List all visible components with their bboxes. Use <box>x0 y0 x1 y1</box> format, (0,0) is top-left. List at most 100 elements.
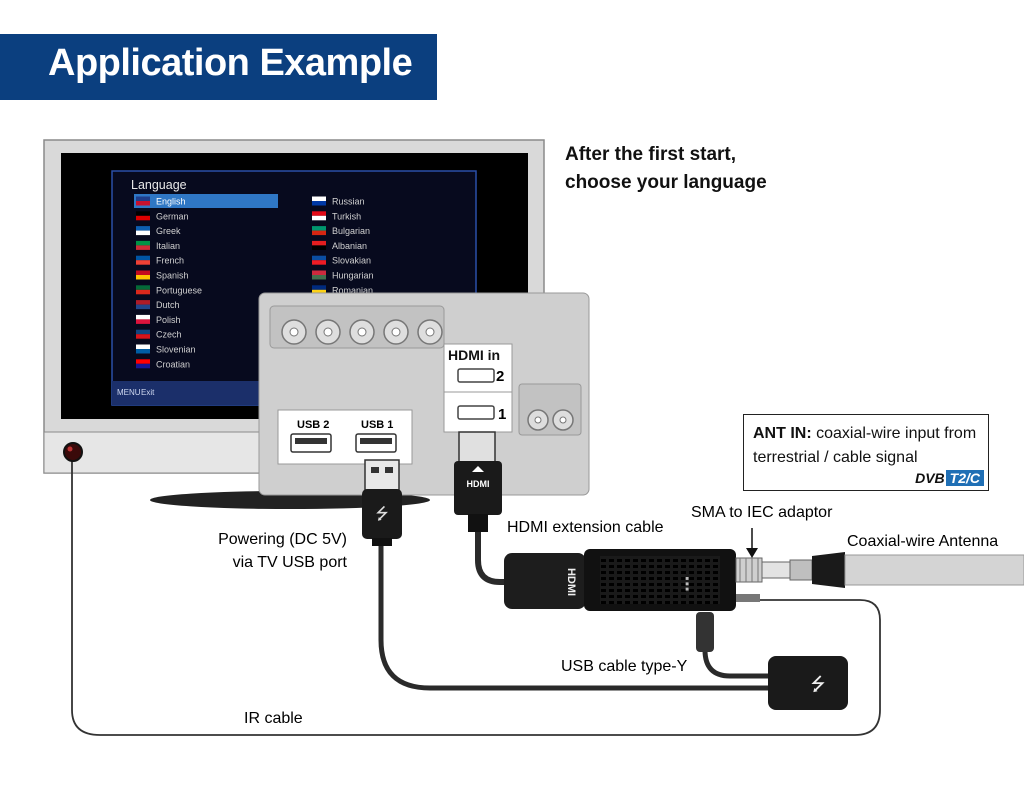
flag-icon-stripe <box>312 230 326 236</box>
intro-text: After the first start, choose your langu… <box>565 141 767 197</box>
hdmi-arrow-icon <box>472 466 484 472</box>
usb-plug-slot <box>385 467 393 473</box>
intro-line-2: choose your language <box>565 172 767 193</box>
sma-adaptor-label: SMA to IEC adaptor <box>691 504 833 521</box>
flag-icon-stripe <box>136 319 150 324</box>
menu-footer-key: MENU <box>117 388 141 397</box>
usb-plug-metal <box>364 459 400 491</box>
hdmi-plug-neck <box>468 514 488 532</box>
av-jack-center <box>323 327 333 337</box>
language-option[interactable]: Dutch <box>156 300 180 310</box>
flag-icon <box>312 196 326 201</box>
dvb-logo-text: DVB <box>915 470 945 486</box>
iec-plug-collar <box>789 559 813 581</box>
language-option[interactable]: Portuguese <box>156 285 202 295</box>
language-option[interactable]: Croatian <box>156 359 190 369</box>
flag-icon-stripe <box>136 304 150 310</box>
usb-cable-stick-boot <box>696 612 714 652</box>
usb-plug-icon: ⭍ <box>375 505 388 523</box>
flag-icon-stripe <box>312 201 326 206</box>
flag-icon <box>312 211 326 216</box>
language-option[interactable]: Spanish <box>156 271 189 281</box>
usb-cable-branch <box>702 612 770 679</box>
flag-icon-stripe <box>312 215 326 221</box>
language-option[interactable]: Slovakian <box>332 256 371 266</box>
hdmi-port-2-number: 2 <box>496 368 504 385</box>
hdmi-plug-body <box>454 461 502 515</box>
av-jack-center <box>391 327 401 337</box>
language-list-left: EnglishGermanGreekItalianFrenchSpanishPo… <box>136 196 202 369</box>
flag-icon-stripe <box>136 245 150 250</box>
hdmi-plug-metal <box>458 431 496 463</box>
flag-icon <box>136 344 150 349</box>
ir-cable <box>71 455 881 736</box>
stick-grill-pattern <box>600 556 720 604</box>
language-option[interactable]: Russian <box>332 197 365 207</box>
language-option[interactable]: Bulgarian <box>332 226 370 236</box>
language-option[interactable]: Albanian <box>332 241 367 251</box>
flag-icon <box>312 255 326 261</box>
language-option[interactable]: Turkish <box>332 211 361 221</box>
language-option[interactable]: English <box>156 197 186 207</box>
flag-icon <box>136 329 150 335</box>
av-jacks <box>281 319 443 345</box>
flag-icon-stripe <box>136 334 150 339</box>
flag-icon <box>136 196 150 201</box>
av-jack-center <box>425 327 435 337</box>
language-option[interactable]: Italian <box>156 241 180 251</box>
stick-model-text: ■ ■ ■ <box>685 576 691 591</box>
ant-in-text: ANT IN: coaxial-wire input from terrestr… <box>753 422 985 470</box>
coaxial-cable <box>844 554 1024 586</box>
language-option[interactable]: Slovenian <box>156 345 196 355</box>
av-jack-center <box>289 327 299 337</box>
usb-cable-main <box>378 540 770 691</box>
page-title: Application Example <box>48 42 413 84</box>
usb-plug-neck <box>372 538 392 546</box>
ir-receiver <box>63 442 83 462</box>
hdmi-plug-label: HDMI <box>467 479 490 489</box>
flag-icon <box>136 226 150 231</box>
usb-symbol-icon: ⭍ <box>811 674 826 694</box>
flag-icon-stripe <box>136 201 150 206</box>
hdmi-female-connector <box>504 553 586 609</box>
flag-icon <box>136 285 150 290</box>
tv-antenna-socket-group <box>518 383 582 436</box>
flag-icon <box>312 240 326 246</box>
hdmi-port-1 <box>457 405 495 420</box>
flag-icon <box>312 226 326 231</box>
ant-in-bold: ANT IN: <box>753 425 812 442</box>
ir-cable-label: IR cable <box>244 710 303 727</box>
usb-port-1-tongue <box>360 438 392 444</box>
language-option[interactable]: Hungarian <box>332 271 374 281</box>
flag-icon-stripe <box>136 275 150 280</box>
title-banner: Application Example <box>0 34 437 100</box>
dvb-logo-badge: T2/C <box>945 470 984 486</box>
ir-receiver-lens <box>67 446 73 452</box>
language-option[interactable]: Romanian <box>332 285 373 295</box>
usb-1-label: USB 1 <box>361 419 393 431</box>
hdmi-port-2 <box>457 368 495 383</box>
intro-line-1: After the first start, <box>565 144 737 165</box>
hdmi-extension-cable <box>475 530 510 585</box>
language-menu-title: Language <box>131 178 187 192</box>
tv-antenna-socket-center <box>534 416 542 424</box>
language-option[interactable]: Czech <box>156 330 182 340</box>
flag-icon <box>136 240 150 246</box>
language-option[interactable]: Polish <box>156 315 181 325</box>
flag-icon-stripe <box>312 275 326 280</box>
language-option[interactable]: Greek <box>156 226 181 236</box>
language-option[interactable]: German <box>156 211 189 221</box>
sma-adaptor-ribs <box>739 558 759 582</box>
hdmi-port-1-number: 1 <box>498 406 506 423</box>
language-list-right: RussianTurkishBulgarianAlbanianSlovakian… <box>312 196 374 295</box>
language-option[interactable]: French <box>156 256 184 266</box>
usb-port-2-tongue <box>295 438 327 444</box>
flag-icon <box>312 285 326 290</box>
flag-icon <box>136 270 150 275</box>
iec-adaptor <box>761 561 791 579</box>
usb-cable-label: USB cable type-Y <box>561 658 688 675</box>
menu-footer-label: Exit <box>141 388 155 397</box>
flag-icon <box>136 255 150 261</box>
powering-label-line-1: Powering (DC 5V) <box>218 531 347 548</box>
